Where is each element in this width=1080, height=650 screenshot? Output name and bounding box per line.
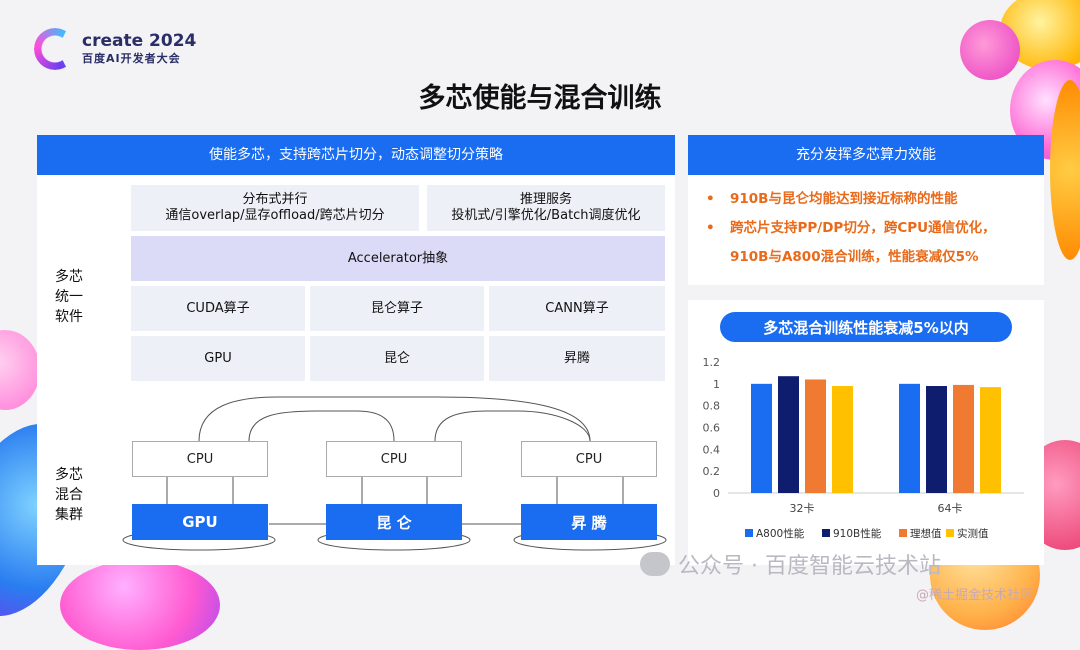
benefit-item: 跨芯片支持PP/DP切分，跨CPU通信优化， — [706, 214, 1044, 243]
hw-box: 昆仑 — [310, 336, 484, 381]
cpu-box: CPU — [132, 441, 268, 477]
op-label: CUDA算子 — [186, 300, 250, 316]
op-label: 昆仑算子 — [370, 300, 423, 316]
chip-label: 昇 腾 — [571, 513, 607, 532]
accelerator-box: Accelerator抽象 — [131, 236, 665, 281]
label-software: 多芯统一软件 — [55, 269, 83, 325]
bar-chart: 0 0.2 0.4 0.6 0.8 1 1.2 32卡 64卡 A800性能 910B性能 理想值 实测… — [703, 356, 1024, 540]
legend-label: 实测值 — [957, 527, 989, 540]
chart-title: 多芯混合训练性能衰减5%以内 — [720, 312, 1012, 342]
legend-label: 理想值 — [910, 527, 942, 540]
label-cluster: 多芯混合集群 — [55, 467, 83, 523]
hw-label: 昇腾 — [563, 350, 590, 366]
distributed-title: 分布式并行 — [242, 192, 308, 207]
decor-blob — [0, 330, 40, 410]
legend-label: 910B性能 — [833, 527, 882, 540]
y-tick-label: 0 — [713, 487, 720, 500]
op-box: 昆仑算子 — [310, 286, 484, 331]
legend-swatch — [822, 529, 830, 537]
op-box: CANN算子 — [489, 286, 665, 331]
distributed-sub: 通信overlap/显存offload/跨芯片切分 — [165, 208, 385, 223]
ring-link — [198, 396, 591, 442]
inference-title: 推理服务 — [519, 192, 572, 207]
ring-link — [248, 410, 395, 442]
create-logo: create 2024 百度AI开发者大会 — [34, 28, 196, 70]
y-tick-label: 1.2 — [703, 356, 721, 369]
left-panel-header: 使能多芯，支持跨芯片切分，动态调整切分策略 — [37, 135, 675, 175]
hw-box: GPU — [131, 336, 305, 381]
chip-label: GPU — [182, 513, 218, 531]
y-tick-label: 0.8 — [703, 400, 721, 413]
chip-gpu: GPU — [132, 504, 268, 540]
decor-blob — [1050, 80, 1080, 260]
wechat-icon — [640, 552, 670, 576]
legend-swatch — [899, 529, 907, 537]
y-tick-label: 0.2 — [703, 465, 721, 478]
cpu-label: CPU — [380, 451, 408, 467]
cpu-box: CPU — [521, 441, 657, 477]
legend-label: A800性能 — [756, 527, 805, 540]
bar — [832, 386, 853, 493]
legend-swatch — [745, 529, 753, 537]
hw-label: GPU — [204, 350, 232, 366]
cpu-label: CPU — [186, 451, 214, 467]
op-label: CANN算子 — [545, 300, 609, 316]
x-tick-label: 32卡 — [790, 502, 815, 515]
chip-label: 昆 仑 — [376, 513, 412, 532]
y-tick-label: 1 — [713, 378, 720, 391]
decor-blob — [60, 560, 220, 650]
distributed-box: 分布式并行 通信overlap/显存offload/跨芯片切分 — [131, 185, 419, 231]
bar — [899, 383, 920, 493]
cluster-connectors — [122, 396, 667, 551]
hw-label: 昆仑 — [383, 350, 410, 366]
watermark-text: 公众号 · 百度智能云技术站 — [678, 554, 941, 579]
bar — [805, 379, 826, 493]
chip-ascend: 昇 腾 — [521, 504, 657, 540]
right-panel-header: 充分发挥多芯算力效能 — [688, 135, 1044, 175]
logo-line1: create 2024 — [82, 31, 197, 51]
accelerator-label: Accelerator抽象 — [347, 250, 449, 266]
hw-box: 昇腾 — [489, 336, 665, 381]
chart-panel: 多芯混合训练性能衰减5%以内 0 0.2 0.4 0.6 0.8 1 1.2 32卡 64卡 A8… — [688, 300, 1044, 565]
cpu-label: CPU — [575, 451, 603, 467]
page-title: 多芯使能与混合训练 — [418, 83, 662, 114]
benefit-item-continued: 910B与A800混合训练，性能衰减仅5% — [730, 249, 979, 265]
logo-line2: 百度AI开发者大会 — [82, 52, 181, 65]
create-c-icon — [34, 28, 68, 70]
bar — [926, 386, 947, 493]
cpu-box: CPU — [326, 441, 462, 477]
benefit-item: 910B与昆仑均能达到接近标称的性能 — [706, 185, 1044, 214]
y-tick-label: 0.4 — [703, 443, 721, 456]
inference-sub: 投机式/引擎优化/Batch调度优化 — [451, 208, 641, 223]
legend-swatch — [946, 529, 954, 537]
inference-box: 推理服务 投机式/引擎优化/Batch调度优化 — [427, 185, 665, 231]
op-box: CUDA算子 — [131, 286, 305, 331]
left-panel: 使能多芯，支持跨芯片切分，动态调整切分策略 多芯统一软件 多芯混合集群 分布式并… — [37, 135, 675, 565]
bar — [751, 383, 772, 493]
bar — [778, 376, 799, 493]
ring-link — [434, 410, 591, 442]
bar — [953, 384, 974, 493]
bar — [980, 387, 1001, 493]
chip-kunlun: 昆 仑 — [326, 504, 462, 540]
watermark: 公众号 · 百度智能云技术站 — [640, 548, 941, 580]
x-tick-label: 64卡 — [938, 502, 963, 515]
watermark-sub: @稀土掘金技术社区 — [916, 588, 1034, 603]
decor-blob — [960, 20, 1020, 80]
y-tick-label: 0.6 — [703, 422, 721, 435]
benefit-list: 910B与昆仑均能达到接近标称的性能 跨芯片支持PP/DP切分，跨CPU通信优化… — [688, 175, 1044, 272]
right-top-panel: 充分发挥多芯算力效能 910B与昆仑均能达到接近标称的性能 跨芯片支持PP/DP… — [688, 135, 1044, 285]
